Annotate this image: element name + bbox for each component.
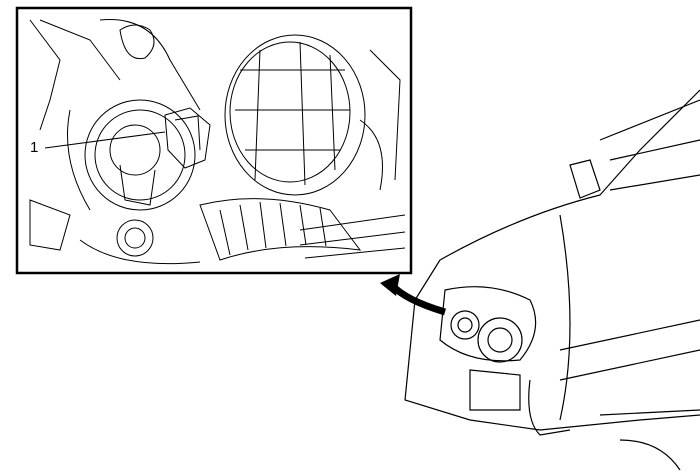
callout-1-leader	[44, 131, 166, 149]
callout-1-label: 1	[30, 139, 39, 156]
direction-arrow	[389, 282, 447, 316]
vehicle-front	[404, 89, 700, 471]
detail-inset	[15, 6, 413, 275]
